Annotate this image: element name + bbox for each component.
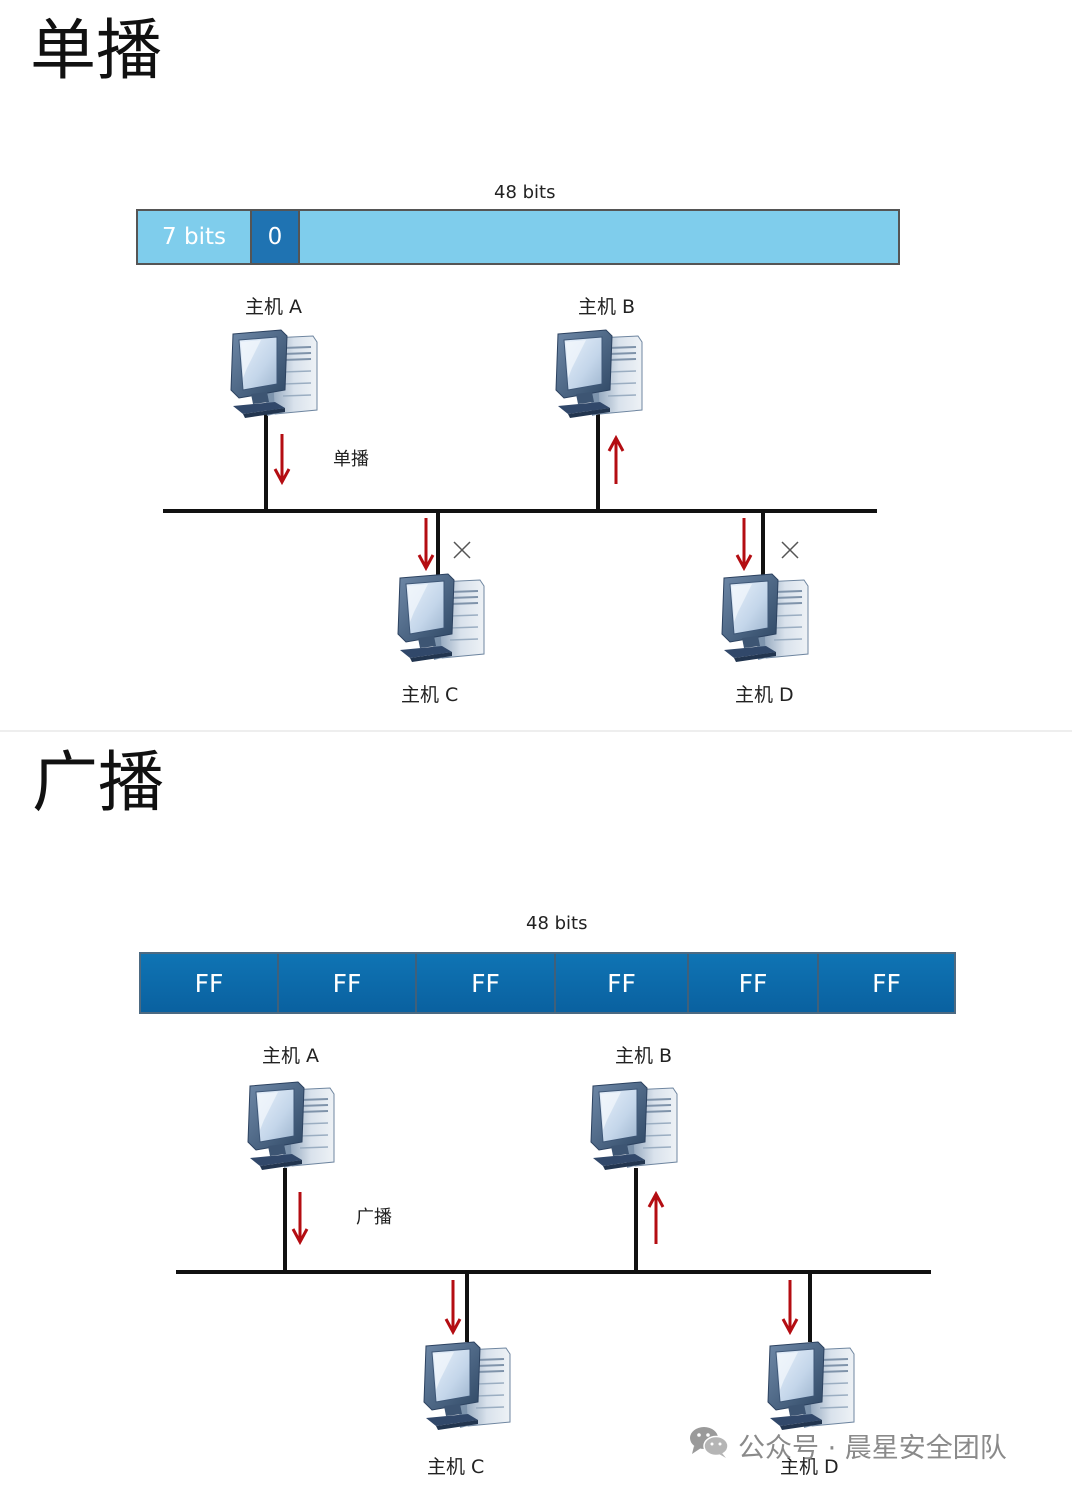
unicast-host-d-label: 主机 D bbox=[735, 684, 794, 706]
wechat-icon bbox=[690, 1427, 729, 1458]
unicast-arrow-down-c bbox=[417, 518, 435, 572]
unicast-reject-d-icon bbox=[781, 541, 799, 559]
broadcast-arrow-up-b bbox=[647, 1190, 665, 1244]
unicast-mode-label: 单播 bbox=[333, 449, 369, 470]
broadcast-arrow-down-d bbox=[781, 1280, 799, 1336]
broadcast-host-c-label: 主机 C bbox=[427, 1456, 485, 1478]
broadcast-octet-2: FF bbox=[279, 954, 417, 1012]
broadcast-host-c-computer-icon bbox=[423, 1341, 511, 1431]
broadcast-host-b-computer-icon bbox=[590, 1081, 678, 1171]
unicast-title: 单播 bbox=[30, 12, 162, 89]
broadcast-bits-total-label: 48 bits bbox=[526, 913, 588, 934]
broadcast-mac-frame: FF FF FF FF FF FF bbox=[139, 952, 956, 1014]
broadcast-octet-5: FF bbox=[689, 954, 819, 1012]
broadcast-host-d-computer-icon bbox=[767, 1341, 855, 1431]
unicast-arrow-up-b bbox=[607, 434, 625, 484]
unicast-network-diagram bbox=[163, 412, 877, 578]
broadcast-host-a-computer-icon bbox=[247, 1081, 335, 1171]
section-divider bbox=[0, 730, 1072, 732]
unicast-host-b-label: 主机 B bbox=[578, 296, 636, 318]
broadcast-octet-4: FF bbox=[556, 954, 689, 1012]
unicast-arrow-down-a bbox=[273, 434, 291, 486]
broadcast-mode-label: 广播 bbox=[356, 1207, 392, 1228]
unicast-bits-total-label: 48 bits bbox=[494, 182, 556, 203]
broadcast-host-a-label: 主机 A bbox=[262, 1045, 320, 1067]
watermark-text: 公众号 · 晨星安全团队 bbox=[738, 1433, 1007, 1464]
broadcast-arrow-down-a bbox=[291, 1192, 309, 1246]
broadcast-title: 广播 bbox=[32, 744, 164, 821]
broadcast-host-d-label: 主机 D bbox=[780, 1456, 839, 1478]
unicast-mac-frame: 7 bits 0 bbox=[136, 209, 900, 265]
unicast-seg-remaining bbox=[300, 211, 898, 263]
unicast-seg-multicast-bit: 0 bbox=[252, 211, 300, 263]
broadcast-octet-1: FF bbox=[141, 954, 279, 1012]
unicast-arrow-down-d bbox=[735, 518, 753, 572]
unicast-host-a-label: 主机 A bbox=[245, 296, 303, 318]
unicast-seg-7bits: 7 bits bbox=[138, 211, 252, 263]
unicast-reject-c-icon bbox=[453, 541, 471, 559]
broadcast-host-b-label: 主机 B bbox=[615, 1045, 673, 1067]
unicast-host-c-label: 主机 C bbox=[401, 684, 459, 706]
broadcast-octet-6: FF bbox=[819, 954, 954, 1012]
broadcast-octet-3: FF bbox=[417, 954, 556, 1012]
broadcast-arrow-down-c bbox=[444, 1280, 462, 1336]
